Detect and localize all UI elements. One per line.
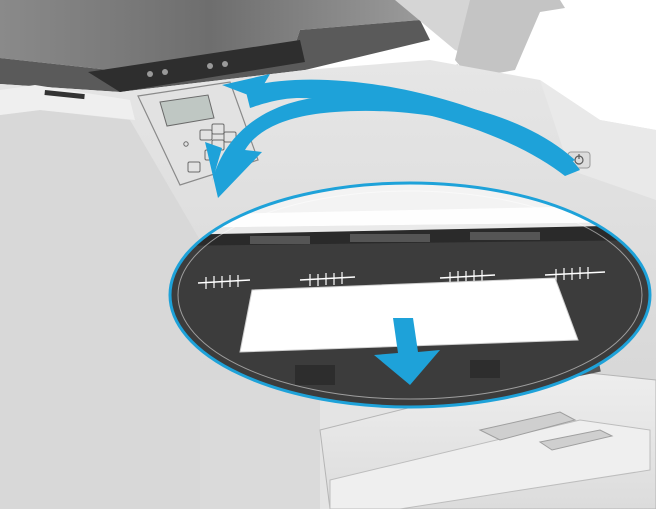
output-rollers bbox=[147, 61, 228, 77]
printer-right-facet bbox=[540, 80, 656, 200]
arrow-down-icon bbox=[374, 318, 440, 385]
output-opening bbox=[88, 40, 305, 92]
printer-left-facet bbox=[0, 85, 135, 120]
vent-slot bbox=[44, 90, 85, 100]
jammed-paper bbox=[239, 277, 579, 353]
scanner-lid bbox=[0, 0, 420, 70]
curved-arrow-shaft bbox=[245, 79, 580, 176]
tray-guide bbox=[478, 411, 577, 441]
adf-paper-guide bbox=[455, 0, 565, 78]
tray-guide-2 bbox=[538, 429, 614, 451]
zoom-callout-icon bbox=[168, 181, 652, 409]
control-panel-led bbox=[183, 141, 189, 147]
feed-rollers bbox=[197, 267, 606, 289]
printer-left-housing bbox=[0, 110, 200, 509]
front-lower-left bbox=[200, 380, 320, 509]
control-panel-display bbox=[159, 94, 215, 127]
